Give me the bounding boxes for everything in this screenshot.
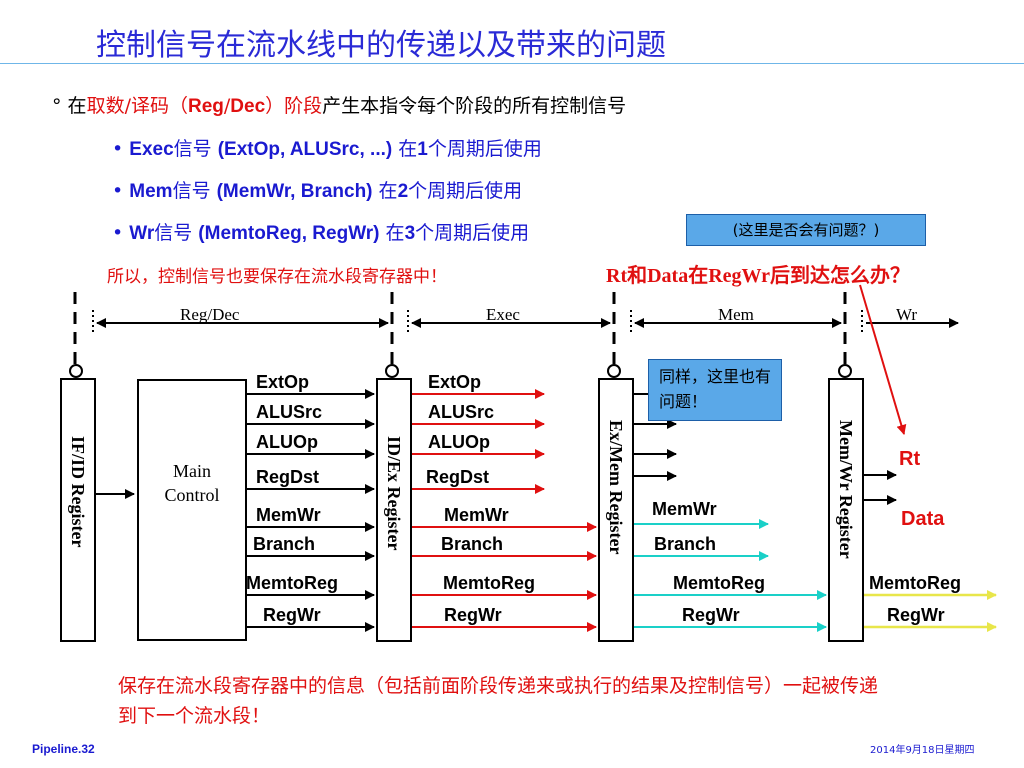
register-exmem-label: Ex/Mem Register: [606, 420, 626, 555]
signal-c2-alusrc: ALUSrc: [428, 402, 495, 422]
sub-count: 3: [404, 223, 416, 244]
footer-slide-number: Pipeline.32: [32, 742, 95, 756]
bullet-text-6: ）阶段: [265, 95, 323, 117]
bullet-text-4: /: [223, 95, 231, 117]
bullet-text-2: 取数/译码（: [86, 95, 188, 117]
bottom-note: 保存在流水段寄存器中的信息（包括前面阶段传递来或执行的结果及控制信号）一起被传递…: [118, 675, 879, 727]
sub-text: 信号: [172, 180, 217, 202]
sub-signals: (MemWr, Branch): [216, 181, 373, 202]
register-memwr-label: Mem/Wr Register: [836, 420, 856, 559]
stage-label-regdec: Reg/Dec: [180, 305, 240, 324]
bullet-main: ° 在取数/译码（Reg/Dec）阶段产生本指令每个阶段的所有控制信号: [52, 91, 626, 118]
signal-c1-branch: Branch: [253, 534, 316, 554]
rt-label: Rt: [899, 448, 921, 470]
sub-text: 个周期后使用: [408, 180, 523, 202]
page-title: 控制信号在流水线中的传递以及带来的问题: [96, 28, 666, 63]
bullet-text-1: 在: [67, 95, 87, 117]
signal-c3-regwr: RegWr: [682, 605, 740, 625]
sub-count: 2: [397, 181, 409, 202]
footer-date: 2014年9月18日星期四: [870, 745, 975, 756]
signal-c3-memwr: MemWr: [652, 499, 717, 519]
signal-c4-memtoreg: MemtoReg: [869, 573, 962, 593]
sub-text: 个周期后使用: [415, 222, 530, 244]
signal-c2-aluop: ALUOp: [428, 432, 490, 452]
blue-note-box: 同样，这里也有问题！: [648, 359, 782, 421]
signal-c2-memtoreg: MemtoReg: [443, 573, 536, 593]
question-box: (这里是否会有问题？): [686, 214, 926, 246]
sub-bullet-mem: • Mem信号 (MemWr, Branch) 在2个周期后使用: [112, 176, 522, 203]
stage-label-mem: Mem: [718, 305, 754, 324]
signal-c2-regwr: RegWr: [444, 605, 502, 625]
sub-text: 个周期后使用: [427, 138, 542, 160]
signal-c2-extop: ExtOp: [428, 372, 482, 392]
sub-keyword: Mem: [129, 181, 173, 202]
signal-c2-regdst: RegDst: [426, 467, 490, 487]
register-ifid: IF/ID Register: [60, 378, 96, 642]
signal-c2-branch: Branch: [441, 534, 504, 554]
stage-label-wr: Wr: [896, 305, 918, 324]
sub-bullet-exec: • Exec信号 (ExtOp, ALUSrc, ...) 在1个周期后使用: [112, 134, 542, 161]
register-ifid-label: IF/ID Register: [68, 436, 88, 548]
sub-text: 在: [379, 222, 405, 244]
stage-label-exec: Exec: [486, 305, 520, 324]
sub-keyword: Exec: [129, 139, 174, 160]
signal-c1-alusrc: ALUSrc: [256, 402, 323, 422]
main-control-box: Main Control: [137, 379, 247, 641]
register-idex-label: ID/Ex Register: [384, 436, 404, 551]
sub-signals: (ExtOp, ALUSrc, ...): [217, 139, 393, 160]
signal-c1-regdst: RegDst: [256, 467, 320, 487]
signal-c1-memtoreg: MemtoReg: [246, 573, 339, 593]
signal-c4-regwr: RegWr: [887, 605, 945, 625]
sub-dot: •: [112, 180, 124, 202]
signal-c1-extop: ExtOp: [256, 372, 310, 392]
main-control-label-1: Main: [173, 461, 211, 481]
register-exmem: Ex/Mem Register: [598, 378, 634, 642]
title-divider: [0, 63, 1024, 64]
sub-keyword: Wr: [129, 223, 155, 244]
bullet-text-7: 产生本指令每个阶段的所有控制信号: [322, 95, 627, 117]
sub-text: 信号: [173, 138, 218, 160]
signal-c2-memwr: MemWr: [444, 505, 509, 525]
signal-c3-memtoreg: MemtoReg: [673, 573, 766, 593]
sub-count: 1: [417, 139, 428, 160]
sub-signals: (MemtoReg, RegWr): [198, 223, 380, 244]
sub-dot: •: [112, 138, 124, 160]
sub-text: 信号: [154, 222, 199, 244]
main-control-label-2: Control: [164, 485, 220, 505]
register-memwr: Mem/Wr Register: [828, 378, 864, 642]
bullet-text-3: Reg: [187, 96, 224, 117]
signal-c1-aluop: ALUOp: [256, 432, 318, 452]
sub-dot: •: [112, 222, 124, 244]
note-right: Rt和Data在RegWr后到达怎么办？: [606, 265, 911, 287]
signal-c3-branch: Branch: [654, 534, 717, 554]
bullet-text-5: Dec: [230, 96, 266, 117]
sub-text: 在: [392, 138, 418, 160]
signal-c1-memwr: MemWr: [256, 505, 321, 525]
note-left: 所以，控制信号也要保存在流水段寄存器中！: [107, 267, 447, 287]
data-label: Data: [901, 508, 945, 530]
sub-text: 在: [372, 180, 398, 202]
register-idex: ID/Ex Register: [376, 378, 412, 642]
signal-c1-regwr: RegWr: [263, 605, 321, 625]
sub-bullet-wr: • Wr信号 (MemtoReg, RegWr) 在3个周期后使用: [112, 218, 529, 245]
bullet-marker: °: [52, 95, 62, 117]
